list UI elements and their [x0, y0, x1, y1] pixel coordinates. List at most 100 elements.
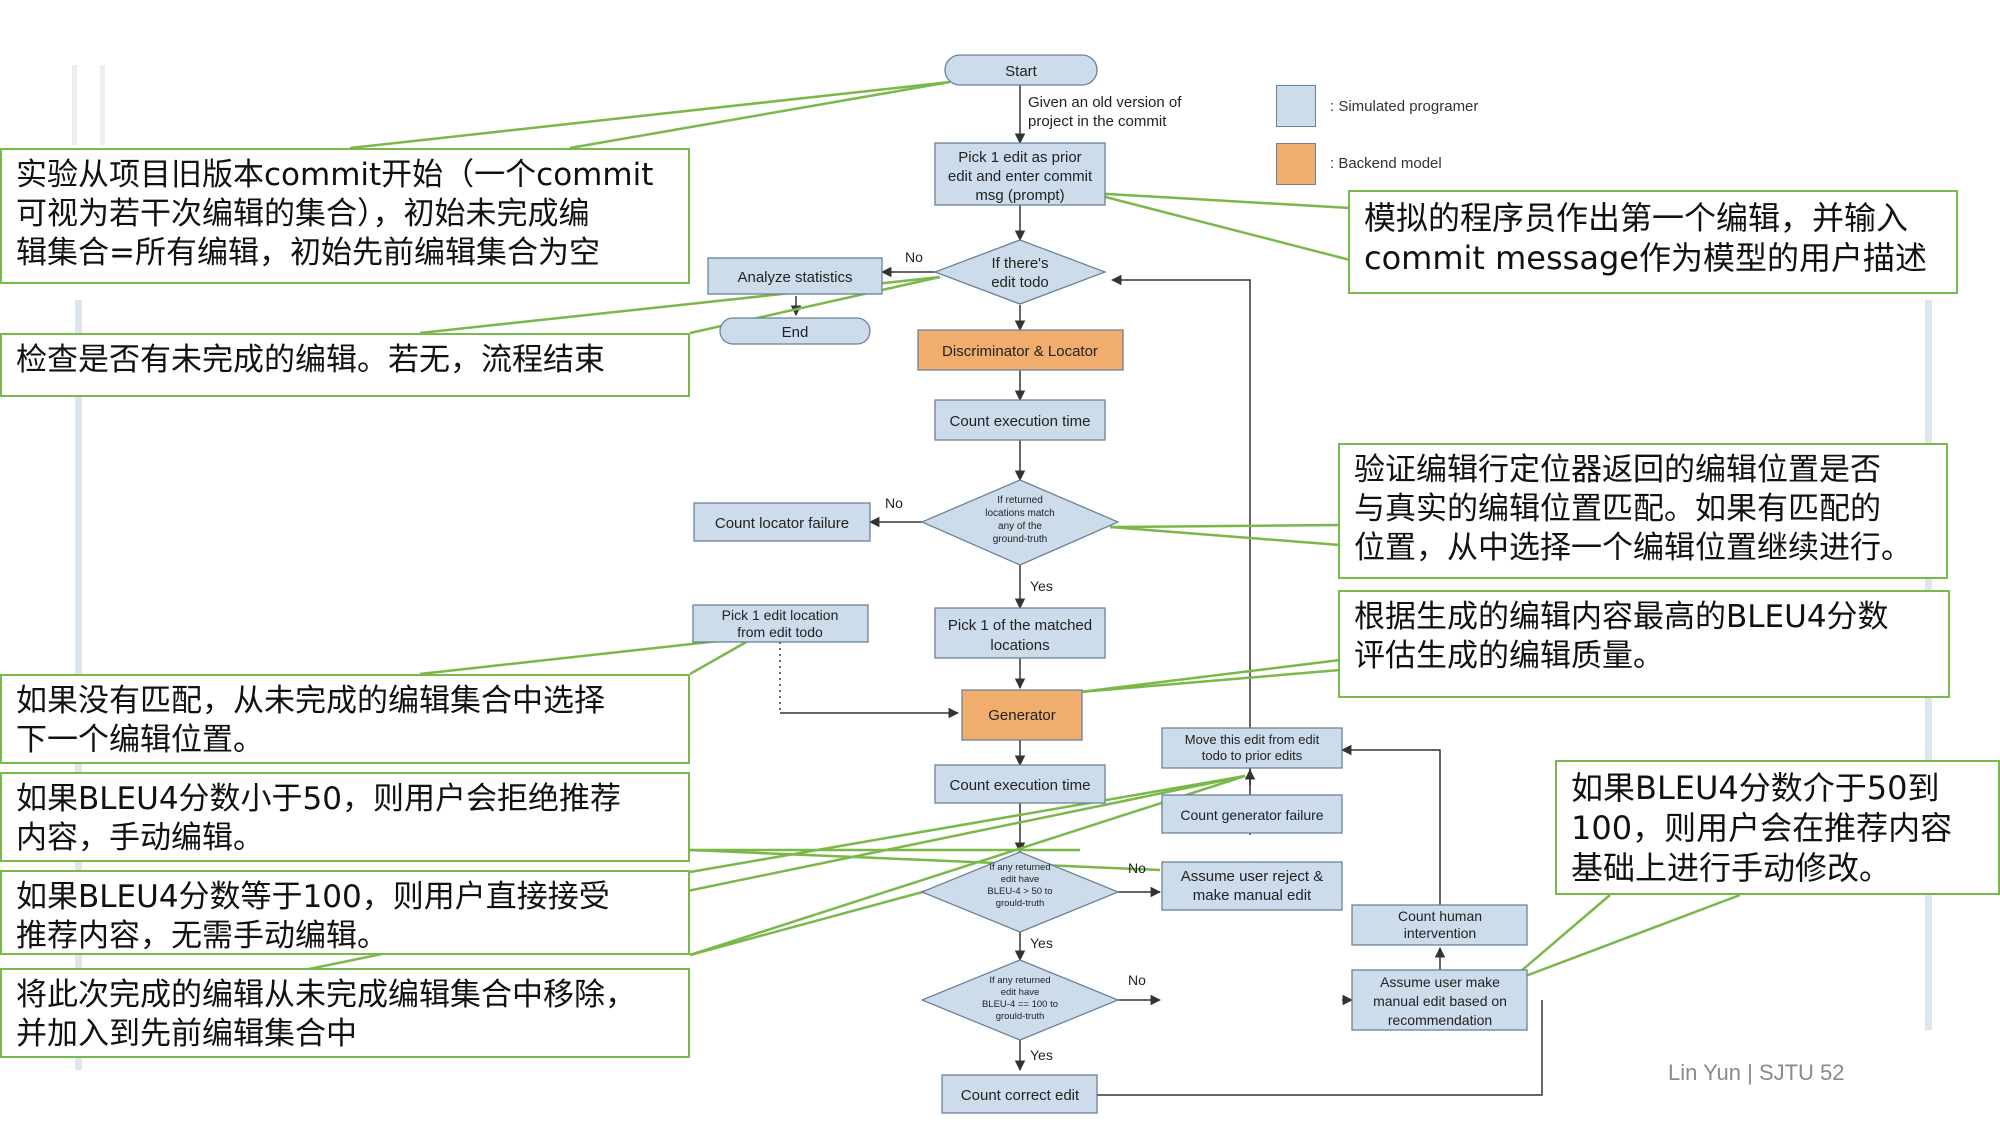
if-todo-text-line: edit todo [991, 274, 1049, 291]
given-note: Given an old version of project in the co… [1028, 94, 1182, 130]
pick-matched-text-line: Pick 1 of the matched [948, 617, 1092, 634]
callout-locator-explanation: 验证编辑行定位器返回的编辑位置是否 与真实的编辑位置匹配。如果有匹配的 位置，从… [1338, 443, 1948, 579]
callout-check-todo-explanation: 检查是否有未完成的编辑。若无，流程结束 [0, 333, 690, 397]
count-loc-fail-label: Count locator failure [715, 515, 849, 532]
no-label-2: No [885, 495, 903, 511]
decision-edit-todo [933, 239, 1107, 305]
legend-simulated-label: : Simulated programer [1330, 98, 1479, 115]
count-correct-node [941, 1074, 1098, 1114]
end-label: End [782, 324, 809, 341]
if-bleu100-text-line: BLEU-4 == 100 to [982, 999, 1058, 1010]
given-note-line: Given an old version of [1028, 94, 1182, 111]
assume-manual-text-line: Assume user make [1380, 974, 1500, 990]
analyze-label: Analyze statistics [737, 269, 852, 286]
callout-bleu-below-50-explanation: 如果BLEU4分数小于50，则用户会拒绝推荐 内容，手动编辑。 [0, 772, 690, 862]
left-decor-top-1 [72, 65, 77, 145]
start-label: Start [1005, 63, 1038, 80]
pick-loc-text-line: from edit todo [737, 624, 823, 640]
legend-simulated-swatch [1276, 85, 1316, 127]
pick-edit-text-line: edit and enter commit [948, 168, 1093, 185]
pick-edit-label: Pick 1 edit as prior edit and enter commi… [948, 149, 1093, 204]
callout-bleu-100-explanation: 如果BLEU4分数等于100，则用户直接接受 推荐内容，无需手动编辑。 [0, 870, 690, 955]
pick-matched-node [934, 607, 1106, 659]
move-edit-text-line: todo to prior edits [1202, 748, 1303, 763]
given-note-line: project in the commit [1028, 113, 1167, 130]
count-exec-node-2 [934, 764, 1106, 804]
callout-first-edit-explanation: 模拟的程序员作出第一个编辑，并输入 commit message作为模型的用户描… [1348, 190, 1958, 294]
callout-bleu-50-100-explanation: 如果BLEU4分数介于50到 100，则用户会在推荐内容 基础上进行手动修改。 [1555, 760, 2000, 895]
pick-matched-text-line: locations [990, 637, 1049, 654]
callout-connectors [279, 80, 1741, 985]
no-label-4: No [1128, 972, 1146, 988]
count-human-text-line: intervention [1404, 925, 1476, 941]
no-label-1: No [905, 249, 923, 265]
count-generator-failure-node [1161, 794, 1343, 834]
if-bleu50-text-line: If any returned [989, 862, 1050, 873]
count-exec-node-1 [934, 399, 1106, 441]
assume-reject-text-line: Assume user reject & [1181, 868, 1324, 885]
if-bleu50-text-line: edit have [1001, 874, 1040, 885]
if-bleu100-text-line: edit have [1001, 987, 1040, 998]
if-bleu50-text-line: BLEU-4 > 50 to [987, 886, 1052, 897]
count-exec-label-1: Count execution time [950, 413, 1091, 430]
assume-reject-node [1161, 861, 1343, 911]
callout-start-explanation: 实验从项目旧版本commit开始（一个commit 可视为若干次编辑的集合），初… [0, 148, 690, 284]
yes-label-1: Yes [1030, 578, 1053, 594]
assume-manual-node [1351, 969, 1528, 1031]
assume-reject-text-line: make manual edit [1193, 887, 1312, 904]
end-node [719, 317, 871, 345]
count-human-text-line: Count human [1398, 908, 1482, 924]
pick-matched-label: Pick 1 of the matched locations [948, 617, 1092, 654]
generator-node [961, 689, 1083, 741]
pick-edit-text-line: msg (prompt) [975, 187, 1064, 204]
nodes: Start Given an old version of project in … [692, 54, 1528, 1114]
decision-loc-match [920, 479, 1120, 566]
if-loc-text-line: locations match [985, 508, 1054, 519]
generator-label: Generator [988, 707, 1056, 724]
if-loc-text-line: any of the [998, 521, 1042, 532]
assume-manual-text-line: manual edit based on [1373, 993, 1507, 1009]
if-bleu100-text-line: grould-truth [996, 1011, 1045, 1022]
count-human-node [1351, 904, 1528, 946]
analyze-statistics-node [707, 257, 883, 295]
decision-bleu-50 [920, 851, 1120, 933]
pick-edit-location-node [692, 604, 869, 643]
decision-bleu-100 [920, 959, 1120, 1041]
pick-edit-node [934, 142, 1106, 206]
if-loc-text-line: ground-truth [993, 534, 1047, 545]
yes-label-2: Yes [1030, 935, 1053, 951]
move-edit-node [1161, 727, 1343, 769]
yes-label-3: Yes [1030, 1047, 1053, 1063]
count-gen-fail-label: Count generator failure [1180, 807, 1323, 823]
footer-credit: Lin Yun | SJTU 52 [1668, 1060, 1845, 1085]
count-exec-label-2: Count execution time [950, 777, 1091, 794]
assume-reject-label: Assume user reject & make manual edit [1181, 868, 1324, 904]
connectors [779, 85, 1543, 1096]
if-bleu100-text-line: If any returned [989, 975, 1050, 986]
if-loc-text-line: If returned [997, 495, 1043, 506]
if-todo-label: If there's edit todo [991, 255, 1049, 291]
start-node [944, 54, 1098, 86]
count-locator-failure-node [693, 502, 871, 542]
if-loc-match-label: If returned locations match any of the grou… [985, 495, 1054, 545]
left-decor-top-2 [100, 65, 105, 145]
if-todo-text-line: If there's [991, 255, 1048, 272]
assume-manual-label: Assume user make manual edit based on reco… [1373, 974, 1507, 1028]
pick-edit-text-line: Pick 1 edit as prior [958, 149, 1081, 166]
assume-manual-text-line: recommendation [1388, 1012, 1492, 1028]
if-bleu50-text-line: grould-truth [996, 898, 1045, 909]
callout-move-edit-explanation: 将此次完成的编辑从未完成编辑集合中移除， 并加入到先前编辑集合中 [0, 968, 690, 1058]
callout-no-match-explanation: 如果没有匹配，从未完成的编辑集合中选择 下一个编辑位置。 [0, 674, 690, 764]
discriminator-locator-node [917, 329, 1124, 371]
disc-loc-label: Discriminator & Locator [942, 343, 1098, 360]
count-correct-label: Count correct edit [961, 1087, 1080, 1104]
callout-bleu-quality-explanation: 根据生成的编辑内容最高的BLEU4分数 评估生成的编辑质量。 [1338, 590, 1950, 698]
legend-backend-swatch [1276, 143, 1316, 185]
pick-loc-text-line: Pick 1 edit location [722, 607, 839, 623]
move-edit-text-line: Move this edit from edit [1185, 732, 1320, 747]
no-label-3: No [1128, 860, 1146, 876]
